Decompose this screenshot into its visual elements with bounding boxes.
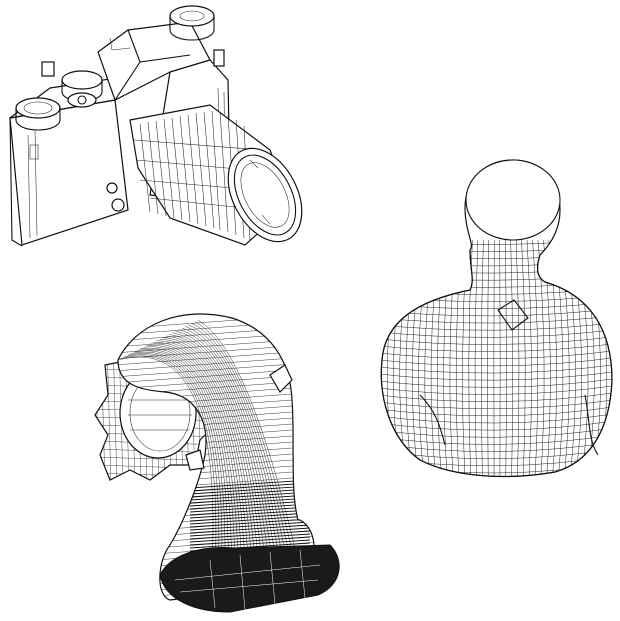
mesh-line xyxy=(381,475,612,477)
mesh-line xyxy=(189,482,311,492)
mesh-line xyxy=(381,321,612,331)
pipe-elbow-wireframe xyxy=(94,313,340,613)
mesh-line xyxy=(189,500,311,510)
mesh-line xyxy=(189,515,311,525)
mesh-line xyxy=(189,488,311,498)
mesh-line xyxy=(381,328,612,338)
mesh-line xyxy=(178,329,279,578)
mesh-line xyxy=(515,239,520,477)
mesh-line xyxy=(381,398,612,409)
mesh-line xyxy=(189,518,311,528)
mesh-line xyxy=(191,322,294,573)
mesh-line xyxy=(112,345,118,480)
mesh-line xyxy=(481,239,484,477)
mesh-line xyxy=(137,349,232,593)
mesh-line xyxy=(189,512,311,522)
mesh-line xyxy=(381,349,612,359)
mesh-line xyxy=(381,391,612,402)
mesh-line xyxy=(127,353,223,597)
mesh-line xyxy=(504,239,507,477)
mesh-line xyxy=(189,494,311,504)
mesh-line xyxy=(169,334,268,581)
mesh-line xyxy=(185,326,286,575)
bust-wireframe xyxy=(380,159,613,478)
mesh-line xyxy=(189,539,311,549)
mesh-line xyxy=(146,345,243,590)
mesh-line xyxy=(189,524,311,534)
mesh-line xyxy=(381,335,612,345)
mesh-line xyxy=(149,343,247,589)
mesh-line xyxy=(189,497,311,507)
mesh-line xyxy=(189,506,311,516)
mesh-line xyxy=(188,324,290,574)
mesh-line xyxy=(189,491,311,501)
mesh-line xyxy=(189,509,311,519)
mesh-line xyxy=(189,536,311,546)
mesh-line xyxy=(189,479,311,489)
mesh-line xyxy=(381,433,612,445)
mesh-line xyxy=(381,384,612,395)
mesh-line xyxy=(526,239,532,477)
mesh-line xyxy=(130,352,226,596)
mesh-line xyxy=(381,356,612,367)
camera-wireframe xyxy=(9,5,303,247)
mesh-line xyxy=(189,530,311,540)
mesh-line xyxy=(159,338,258,585)
mesh-line xyxy=(521,239,526,477)
mesh-line xyxy=(162,337,261,584)
mesh-line xyxy=(381,363,612,374)
mesh-line xyxy=(381,377,612,388)
mesh-line xyxy=(153,342,250,587)
mesh-line xyxy=(474,239,479,477)
mesh-line xyxy=(381,342,612,352)
mesh-line xyxy=(181,327,283,577)
mesh-line xyxy=(381,412,612,424)
mesh-line xyxy=(381,370,612,381)
mesh-line xyxy=(189,521,311,531)
mesh-line xyxy=(189,503,311,513)
mesh-line xyxy=(381,405,612,417)
mesh-line xyxy=(532,239,539,477)
mesh-line xyxy=(189,527,311,537)
mesh-line xyxy=(124,354,220,598)
mesh-line xyxy=(510,239,513,477)
mesh-line xyxy=(189,485,311,495)
mesh-line xyxy=(118,361,315,379)
mesh-line xyxy=(487,239,490,477)
mesh-line xyxy=(189,533,311,543)
